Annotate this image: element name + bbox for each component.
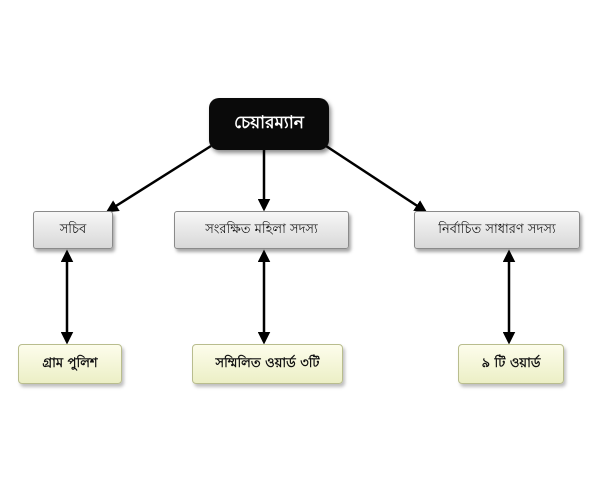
node-chairman: চেয়ারম্যান bbox=[209, 98, 329, 150]
node-nine-wards: ৯ টি ওয়ার্ড bbox=[458, 344, 564, 384]
arrow-chairman-to-elected-members bbox=[325, 144, 428, 213]
node-secretary-label: সচিব bbox=[59, 221, 87, 237]
node-combined-wards: সম্মিলিত ওয়ার্ড ৩টি bbox=[192, 344, 343, 384]
node-nine-wards-label: ৯ টি ওয়ার্ড bbox=[481, 355, 541, 371]
node-village-police-label: গ্রাম পুলিশ bbox=[42, 355, 98, 371]
node-chairman-label: চেয়ারম্যান bbox=[234, 113, 304, 133]
node-secretary: সচিব bbox=[33, 211, 113, 249]
node-village-police: গ্রাম পুলিশ bbox=[18, 344, 122, 384]
node-reserved-women-members-label: সংরক্ষিত মহিলা সদস্য bbox=[205, 221, 318, 237]
arrow-chairman-to-secretary bbox=[105, 144, 212, 213]
node-elected-general-members-label: নির্বাচিত সাধারণ সদস্য bbox=[438, 221, 556, 237]
node-reserved-women-members: সংরক্ষিত মহিলা সদস্য bbox=[174, 211, 349, 249]
node-elected-general-members: নির্বাচিত সাধারণ সদস্য bbox=[414, 211, 580, 249]
node-combined-wards-label: সম্মিলিত ওয়ার্ড ৩টি bbox=[215, 355, 320, 371]
